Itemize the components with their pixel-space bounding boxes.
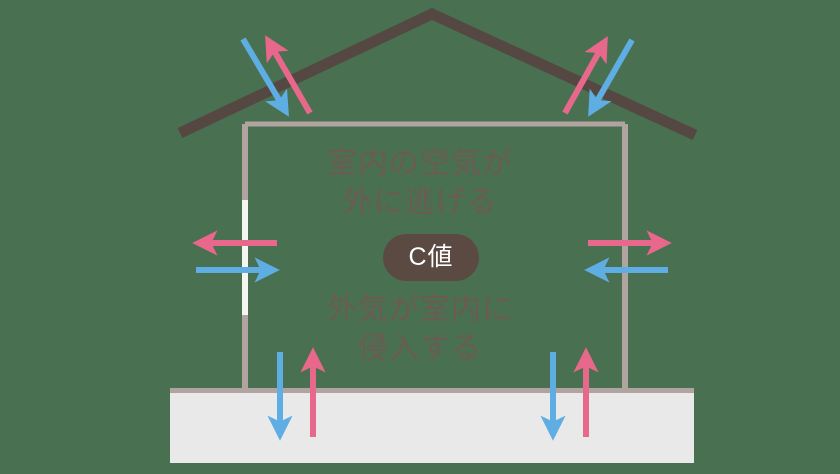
wall-arrows xyxy=(192,230,672,283)
arrow-roof-left-outward xyxy=(265,35,313,115)
arrow-roof-right-outward xyxy=(562,36,608,115)
c-value-badge: C値 xyxy=(383,234,479,281)
foundation xyxy=(170,388,694,463)
arrow-roof-left-inward xyxy=(240,37,289,117)
roof xyxy=(177,7,698,140)
escaping-air-label: 室内の空気が 外に逃げる xyxy=(327,147,513,219)
arrow-roof-right-inward xyxy=(588,38,635,117)
floor-arrows xyxy=(267,347,599,441)
house-frame xyxy=(242,121,628,392)
roof-arrows xyxy=(240,35,635,117)
infiltrating-air-label: 外気が室内に 侵入する xyxy=(327,293,513,365)
